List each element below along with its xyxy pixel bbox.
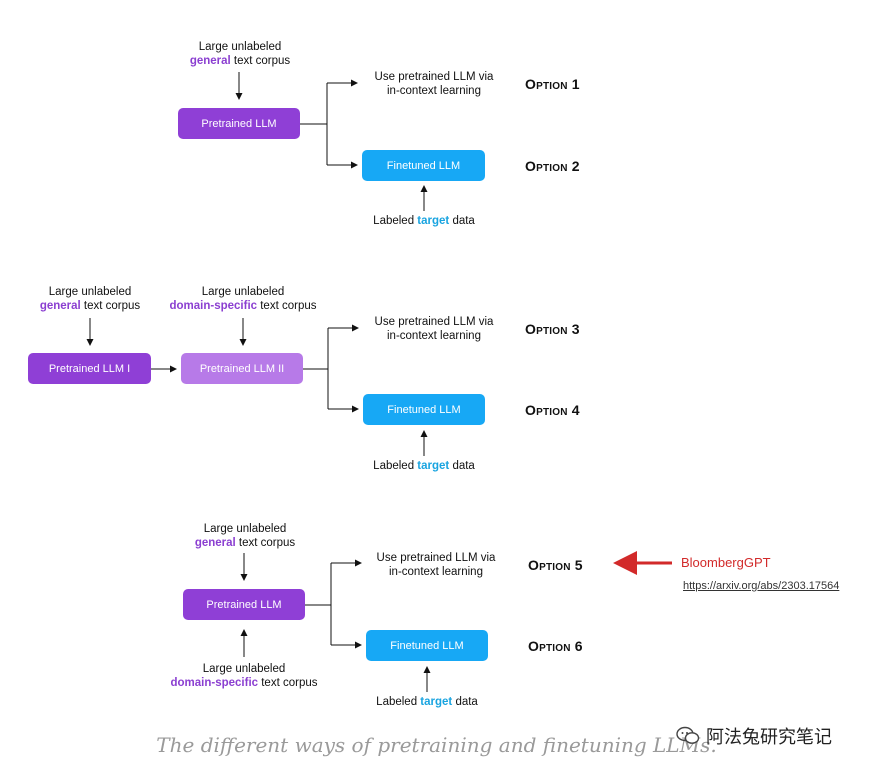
option-label: Option 1	[525, 76, 580, 92]
corpus-label-domain: Large unlabeled domain-specific text cor…	[170, 663, 318, 689]
corpus-label-domain: Large unlabeled domain-specific text cor…	[169, 286, 317, 312]
labeled-target-label: Labeled target data	[373, 460, 475, 472]
option-label: Option 4	[525, 402, 580, 418]
bloomberggpt-label: BloombergGPT	[681, 555, 771, 570]
icl-label: Use pretrained LLM via in-context learni…	[374, 316, 494, 342]
labeled-target-label: Labeled target data	[376, 696, 478, 708]
option-label: Option 6	[528, 638, 583, 654]
wechat-icon	[676, 726, 700, 744]
pretrained-llm-ii-box: Pretrained LLM II	[181, 353, 303, 384]
figure-caption: The different ways of pretraining and fi…	[156, 733, 717, 757]
corpus-label-general: Large unlabeled general text corpus	[194, 523, 296, 549]
pretrained-llm-box: Pretrained LLM	[183, 589, 305, 620]
finetuned-llm-box: Finetuned LLM	[362, 150, 485, 181]
finetuned-llm-box: Finetuned LLM	[363, 394, 485, 425]
option-label: Option 2	[525, 158, 580, 174]
finetuned-llm-box: Finetuned LLM	[366, 630, 488, 661]
corpus-label-general: Large unlabeled general text corpus	[39, 286, 141, 312]
pretrained-llm-i-box: Pretrained LLM I	[28, 353, 151, 384]
watermark-text: 阿法兔研究笔记	[706, 727, 832, 747]
pretrained-llm-box: Pretrained LLM	[178, 108, 300, 139]
arxiv-link[interactable]: https://arxiv.org/abs/2303.17564	[683, 580, 840, 592]
labeled-target-label: Labeled target data	[373, 215, 475, 227]
icl-label: Use pretrained LLM via in-context learni…	[374, 71, 494, 97]
option-label: Option 3	[525, 321, 580, 337]
icl-label: Use pretrained LLM via in-context learni…	[376, 552, 496, 578]
corpus-label-general: Large unlabeled general text corpus	[189, 41, 291, 67]
option-label: Option 5	[528, 557, 583, 573]
watermark: 阿法兔研究笔记	[676, 723, 832, 749]
